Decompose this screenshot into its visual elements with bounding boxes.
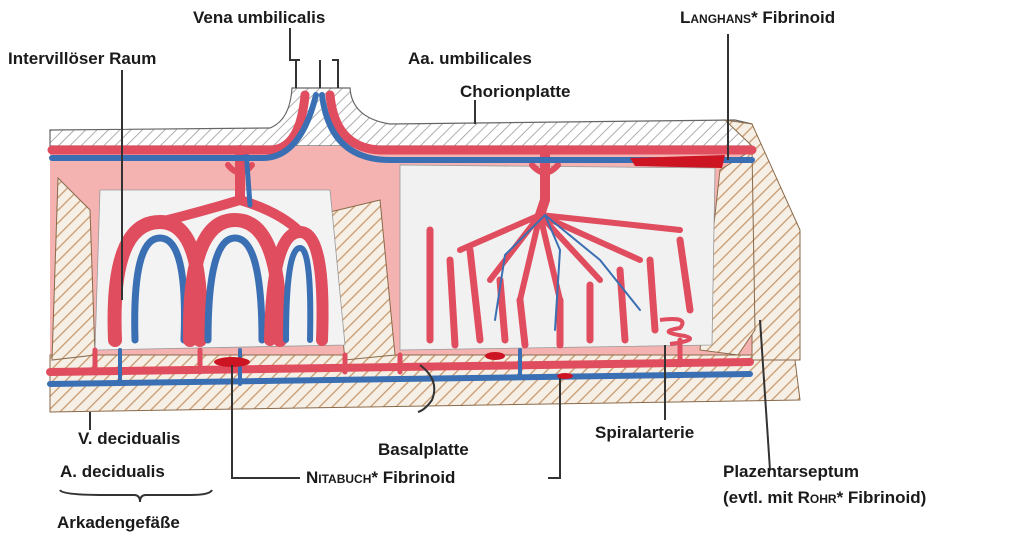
langhans-name: Langhans	[680, 8, 751, 27]
label-vena-umbilicalis: Vena umbilicalis	[193, 9, 325, 26]
nitabuch-rest: * Fibrinoid	[371, 468, 455, 487]
label-intervilloeser-raum: Intervillöser Raum	[8, 50, 156, 67]
label-a-decidualis: A. decidualis	[60, 463, 165, 480]
label-nitabuch-fibrinoid: Nitabuch* Fibrinoid	[306, 469, 455, 486]
label-v-decidualis: V. decidualis	[78, 430, 180, 447]
label-langhans-fibrinoid: Langhans* Fibrinoid	[680, 9, 835, 26]
chorionic-plate	[50, 88, 752, 146]
rohr-name: Rohr	[798, 488, 837, 507]
label-chorionplatte: Chorionplatte	[460, 83, 571, 100]
label-rohr-fibrinoid: (evtl. mit Rohr* Fibrinoid)	[723, 489, 926, 506]
rohr-prefix: (evtl. mit	[723, 488, 798, 507]
label-basalplatte: Basalplatte	[378, 441, 469, 458]
nitabuch-name: Nitabuch	[306, 468, 371, 487]
label-arkadengefaesse: Arkadengefäße	[57, 514, 180, 531]
label-plazentarseptum: Plazentarseptum	[723, 463, 859, 480]
label-spiralarterie: Spiralarterie	[595, 424, 694, 441]
langhans-rest: * Fibrinoid	[751, 8, 835, 27]
label-aa-umbilicales: Aa. umbilicales	[408, 50, 532, 67]
rohr-rest: * Fibrinoid)	[837, 488, 927, 507]
